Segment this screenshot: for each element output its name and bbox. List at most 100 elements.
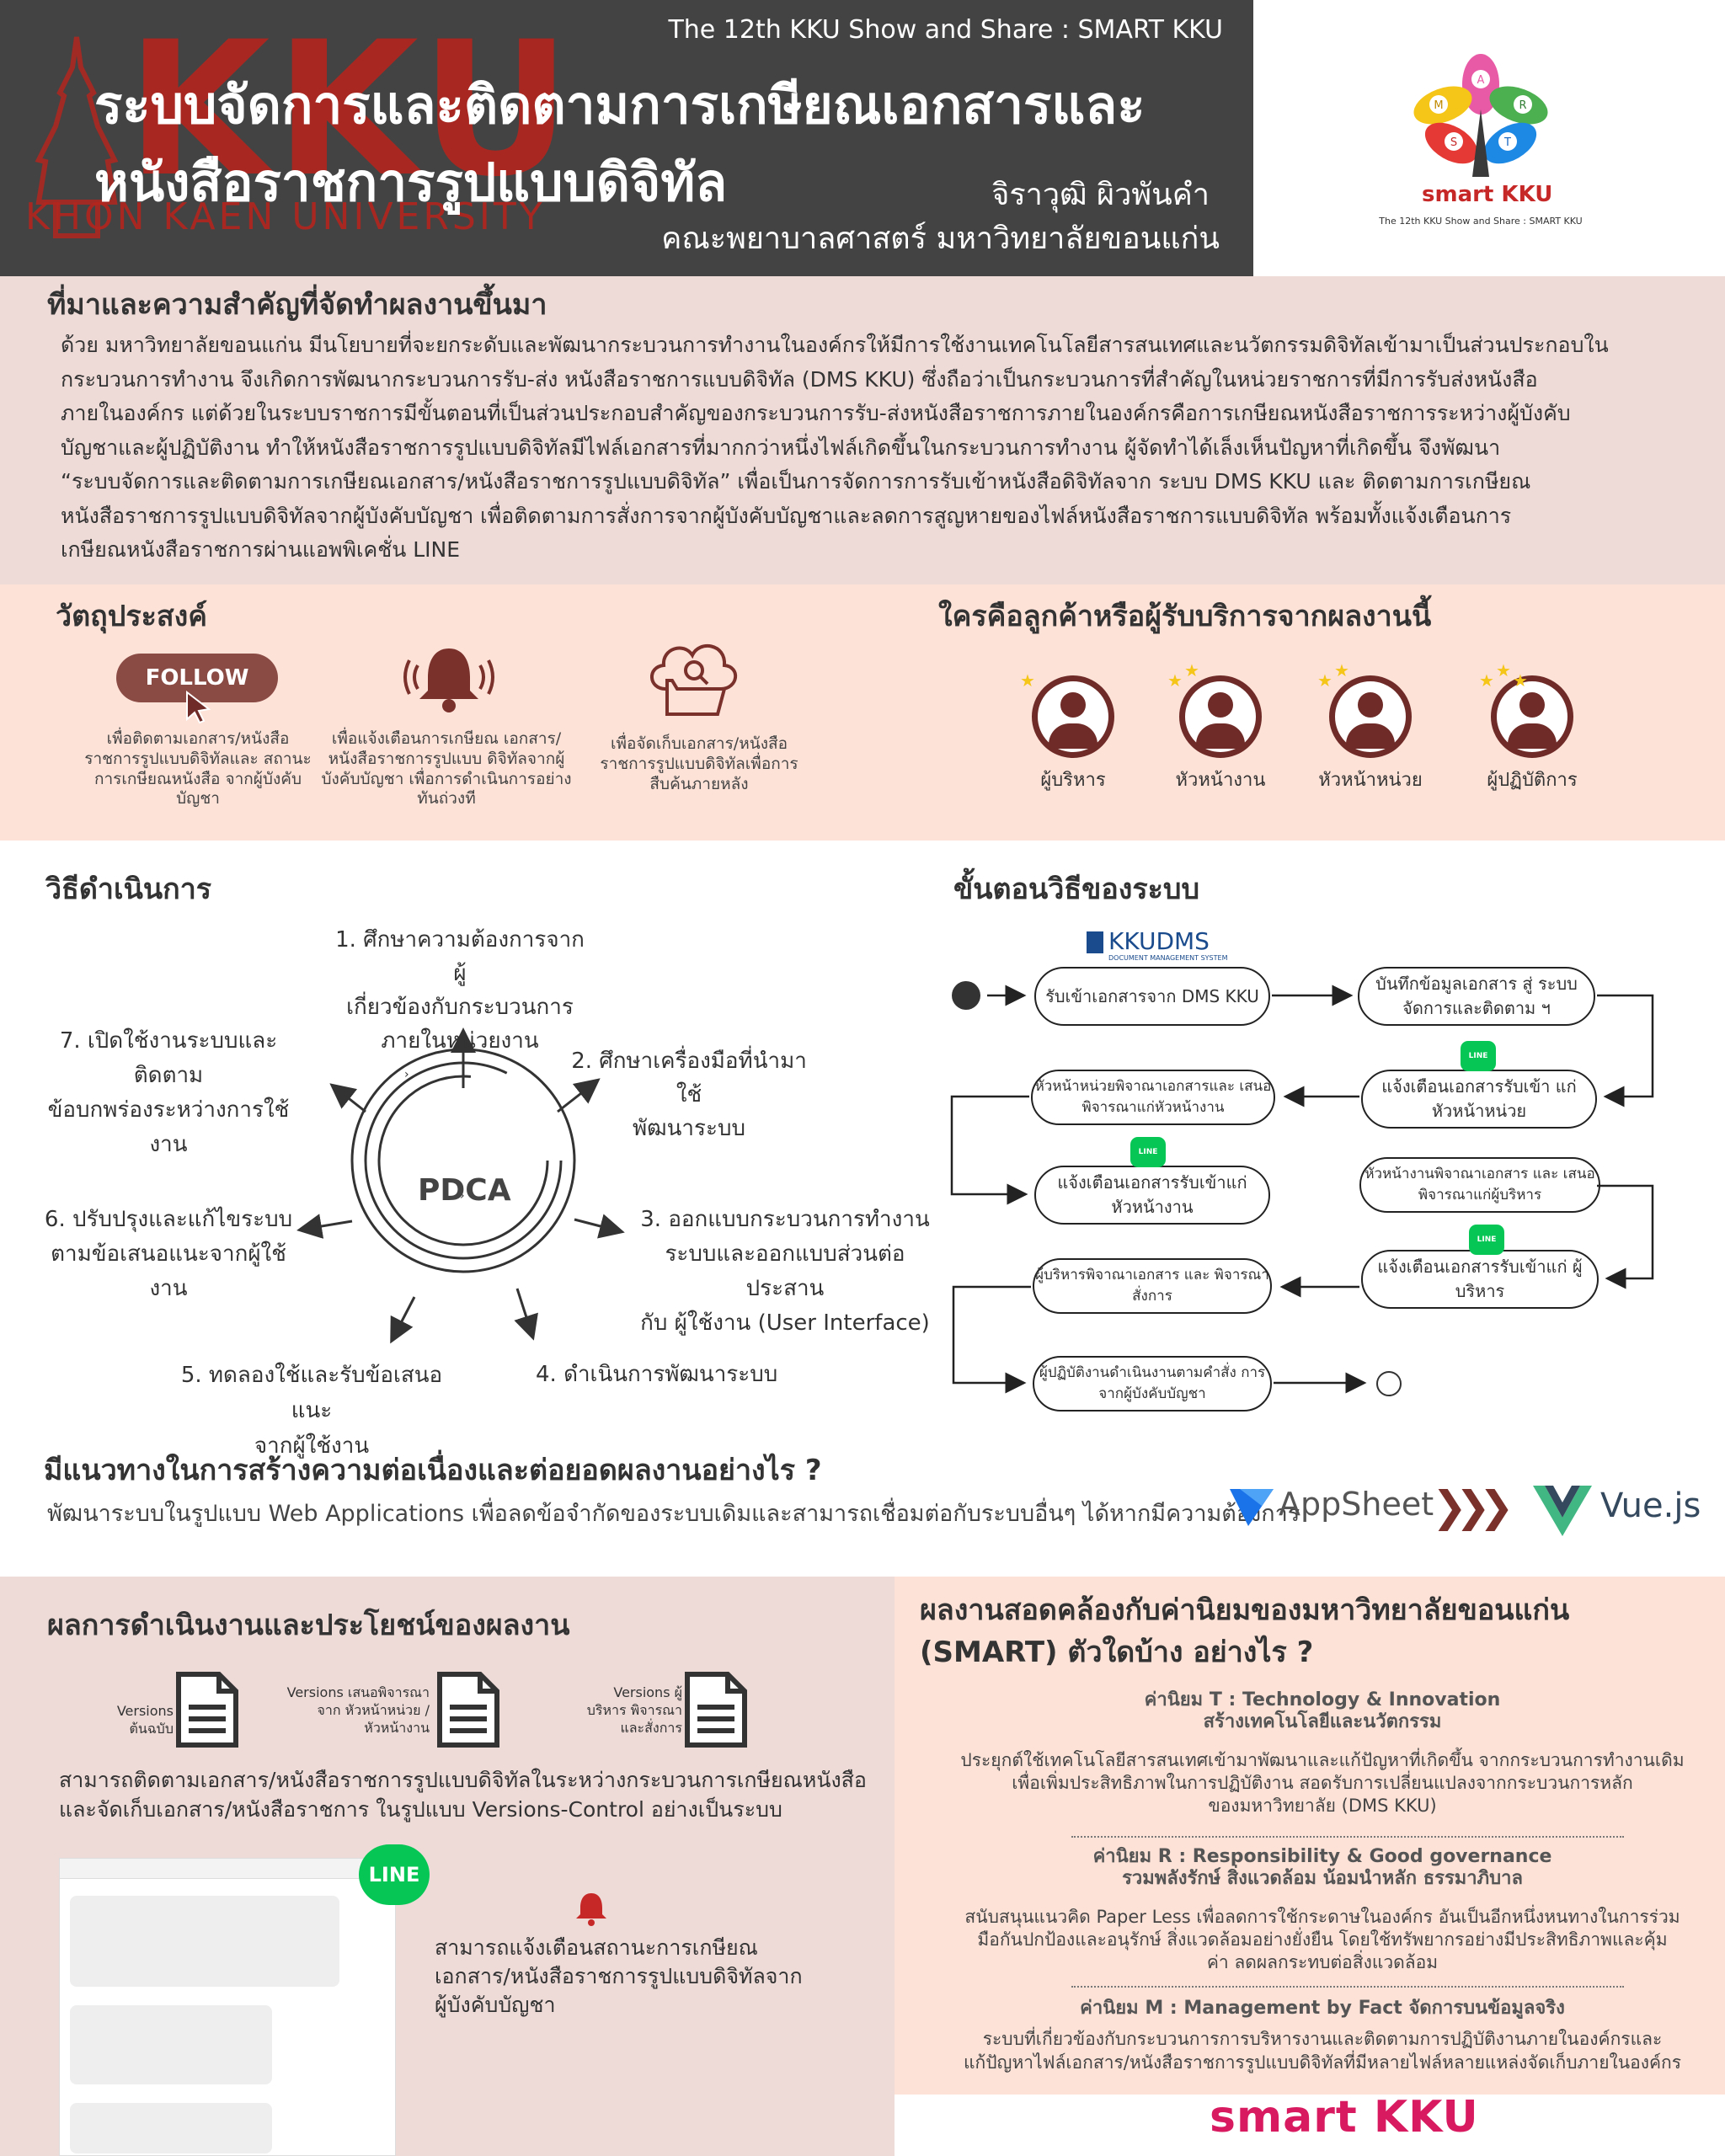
- poster-title-line1: ระบบจัดการและติดตามการเกษียณเอกสารและ: [94, 74, 1146, 136]
- flow-node-text: หัวหน้างานพิจาณาเอกสาร และ เสนอพิจารณาแก…: [1365, 1166, 1595, 1203]
- kku-watermark-subtitle: KHON KAEN UNIVERSITY: [25, 195, 546, 238]
- cloud-folder-search-icon: [650, 644, 738, 716]
- background-section: ที่มาและความสำคัญที่จัดทำผลงานขึ้นมา ด้ว…: [0, 276, 1725, 584]
- value-body-line: ประยุกต์ใช้เทคโนโลยีสารสนเทศเข้ามาพัฒนาแ…: [960, 1749, 1685, 1770]
- flow-node-notify-executive: แจ้งเตือนเอกสารรับเข้าแก่ ผู้บริหาร: [1361, 1250, 1599, 1309]
- step-text: 5. ทดลองใช้และรับข้อเสนอแนะ: [180, 1363, 443, 1423]
- pdca-label: PDCA: [418, 1173, 511, 1208]
- step-text: เกี่ยวข้องกับกระบวนการ: [346, 995, 574, 1020]
- star-icon: ★: [1479, 670, 1494, 691]
- flow-node-text: บันทึกข้อมูลเอกสาร สู่ ระบบจัดการและติดต…: [1375, 974, 1578, 1018]
- document-icon: [176, 1672, 238, 1748]
- results-summary-line: สามารถติดตามเอกสาร/หนังสือราชการรูปแบบดิ…: [59, 1768, 867, 1792]
- step-text: 1. ศึกษาความต้องการจากผู้: [335, 927, 585, 986]
- customer-avatar-icon: [1179, 675, 1262, 758]
- document-icon: [437, 1672, 499, 1748]
- svg-text:R: R: [1519, 99, 1526, 112]
- poster-title-line2: หนังสือราชการรูปแบบดิจิทัล: [94, 152, 728, 213]
- flow-node-text: แจ้งเตือนเอกสารรับเข้าแก่ หัวหน้างาน: [1057, 1172, 1247, 1217]
- star-icon: ★: [1317, 670, 1332, 691]
- value-title: ค่านิยม M : Management by Fact จัดการบนข…: [1080, 1998, 1565, 2019]
- vuejs-label: Vue.js: [1600, 1486, 1701, 1525]
- step-text: ตามข้อเสนอแนะจากผู้ใช้งาน: [51, 1241, 286, 1301]
- step-text: พัฒนาระบบ: [633, 1116, 745, 1141]
- notify-result-line: เอกสาร/หนังสือราชการรูปแบบดิจิทัลจาก: [435, 1964, 803, 1988]
- values-section: [895, 1577, 1725, 2095]
- background-line: กระบวนการทำงาน จึงเกิดการพัฒนากระบวนการร…: [61, 366, 1538, 392]
- svg-text:A: A: [1477, 74, 1485, 87]
- svg-text:›: ›: [460, 1189, 465, 1203]
- value-R: ค่านิยม R : Responsibility & Good govern…: [927, 1846, 1718, 1975]
- continuity-body: พัฒนาระบบในรูปแบบ Web Applications เพื่อ…: [47, 1501, 1300, 1527]
- objectives-heading: วัตถุประสงค์: [56, 600, 207, 633]
- star-icon: ★: [1496, 660, 1511, 680]
- svg-text:T: T: [1503, 136, 1511, 149]
- step-text: 6. ปรับปรุงและแก้ไขระบบ: [44, 1207, 293, 1232]
- svg-text:›: ›: [404, 1068, 409, 1081]
- follow-icon: FOLLOW: [116, 654, 278, 702]
- flow-node-worker-action: ผู้ปฏิบัติงานดำเนินงานตามคำสั่ง การจากผู…: [1033, 1356, 1272, 1412]
- notify-result-line: สามารถแจ้งเตือนสถานะการเกษียณ: [435, 1935, 758, 1960]
- kkudms-subtitle: DOCUMENT MANAGEMENT SYSTEM: [1108, 954, 1228, 962]
- appsheet-label: AppSheet: [1279, 1486, 1434, 1523]
- flow-node-receive: รับเข้าเอกสารจาก DMS KKU: [1034, 967, 1270, 1026]
- customer-avatar-icon: [1329, 675, 1412, 758]
- step-text: จากผู้ใช้งาน: [254, 1433, 370, 1459]
- background-body: ด้วย มหาวิทยาลัยขอนแก่น มีนโยบายที่จะยกร…: [61, 328, 1678, 568]
- method-heading: วิธีดำเนินการ: [45, 873, 212, 906]
- divider: [1071, 1986, 1624, 1988]
- flow-node-text: แจ้งเตือนเอกสารรับเข้า แก่ หัวหน้าหน่วย: [1381, 1076, 1577, 1121]
- flow-node-text: ผู้ปฏิบัติงานดำเนินงานตามคำสั่ง การจากผู…: [1039, 1364, 1266, 1402]
- results-heading: ผลการดำเนินงานและประโยชน์ของผลงาน: [47, 1609, 570, 1642]
- customer-role-label: ผู้บริหาร: [1040, 770, 1106, 791]
- version-label: Versions ผู้บริหาร พิจารณาและสั่งการ: [586, 1684, 682, 1736]
- flow-start-node: [952, 981, 980, 1010]
- value-body-line: มือกันปกป้องและอนุรักษ์ สิ่งแวดล้อมอย่าง…: [977, 1929, 1668, 1951]
- background-line: หนังสือราชการรูปแบบดิจิทัลจากผู้บังคับบั…: [61, 503, 1512, 528]
- background-line: ด้วย มหาวิทยาลัยขอนแก่น มีนโยบายที่จะยกร…: [61, 333, 1609, 357]
- star-icon: ★: [1167, 670, 1183, 691]
- poster-header: KKU KHON KAEN UNIVERSITY The 12th KKU Sh…: [0, 0, 1253, 276]
- background-line: “ระบบจัดการและติดตามการเกษียณเอกสาร/หนัง…: [61, 469, 1531, 494]
- flow-node-executive-review: ผู้บริหารพิจาณาเอกสาร และ พิจารณาสั่งการ: [1033, 1258, 1272, 1314]
- value-T: ค่านิยม T : Technology & Innovation สร้า…: [927, 1689, 1718, 1818]
- background-line: ภายในองค์กร แต่ด้วยในระบบราชการมีขั้นตอน…: [61, 401, 1571, 425]
- background-line: บัญชาและผู้ปฏิบัติงาน ทำให้หนังสือราชการ…: [61, 435, 1501, 460]
- flow-node-notify-unit-head: แจ้งเตือนเอกสารรับเข้า แก่ หัวหน้าหน่วย: [1361, 1070, 1597, 1129]
- flow-end-node: [1376, 1371, 1402, 1396]
- flow-node-notify-section-head: แจ้งเตือนเอกสารรับเข้าแก่ หัวหน้างาน: [1034, 1166, 1270, 1225]
- pdca-step-4: 4. ดำเนินการพัฒนาระบบ: [536, 1362, 778, 1387]
- customer-avatar-icon: [1032, 675, 1114, 758]
- star-icon: ★: [1184, 660, 1199, 680]
- value-body-line: เพื่อเพิ่มประสิทธิภาพในการปฏิบัติงาน สอด…: [1012, 1773, 1633, 1794]
- objective-item: เพื่อจัดเก็บเอกสาร/หนังสือ ราชการรูปแบบด…: [600, 734, 798, 793]
- objective-item: เพื่อแจ้งเตือนการเกษียณ เอกสาร/หนังสือรา…: [321, 729, 572, 808]
- line-app-icon: LINE: [1469, 1225, 1504, 1255]
- version-label: Versions ต้นฉบับ: [116, 1703, 174, 1737]
- customer-role-label: หัวหน้างาน: [1175, 770, 1266, 791]
- appsheet-icon: [1230, 1489, 1274, 1526]
- value-title: ค่านิยม T : Technology & Innovation: [1144, 1689, 1501, 1710]
- customer-role-label: หัวหน้าหน่วย: [1318, 770, 1423, 791]
- smart-kku-wordmark: smart KKU: [1422, 182, 1553, 207]
- line-app-icon: LINE: [1461, 1041, 1496, 1071]
- svg-text:M: M: [1434, 99, 1443, 112]
- temple-icon: [35, 36, 119, 238]
- notify-result-line: ผู้บังคับบัญชา: [435, 1993, 556, 2017]
- version-label: Versions เสนอพิจารณาจาก หัวหน้าหน่วย / ห…: [286, 1684, 430, 1736]
- kkudms-brand: KKUDMS: [1108, 927, 1210, 955]
- background-line: เกษียณหนังสือราชการผ่านแอพพิเคชั่น LINE: [61, 537, 461, 562]
- flow-node-unit-head-review: หัวหน้าหน่วยพิจาณาเอกสารและ เสนอพิจารณาแ…: [1031, 1070, 1275, 1125]
- results-summary-line: และจัดเก็บเอกสาร/หนังสือราชการ ในรูปแบบ …: [59, 1797, 782, 1822]
- flow-node-text: ผู้บริหารพิจาณาเอกสาร และ พิจารณาสั่งการ: [1035, 1267, 1269, 1305]
- step-text: ข้อบกพร่องระหว่างการใช้งาน: [47, 1097, 290, 1157]
- line-chat-screenshot: [59, 1858, 396, 2156]
- step-text: ระบบและออกแบบส่วนต่อประสาน: [665, 1241, 905, 1301]
- document-icon: [685, 1672, 747, 1748]
- flow-node-section-head-review: หัวหน้างานพิจาณาเอกสาร และ เสนอพิจารณาแก…: [1359, 1157, 1600, 1213]
- star-icon: ★: [1020, 670, 1035, 691]
- value-M: ค่านิยม M : Management by Fact จัดการบนข…: [927, 1998, 1718, 2074]
- smart-flower-icon: A M R S T: [1413, 54, 1548, 177]
- value-body-line: สนับสนุนแนวคิด Paper Less เพื่อลดการใช้ก…: [964, 1906, 1680, 1927]
- pdca-step-3: 3. ออกแบบกระบวนการทำงาน ระบบและออกแบบส่ว…: [633, 1203, 937, 1341]
